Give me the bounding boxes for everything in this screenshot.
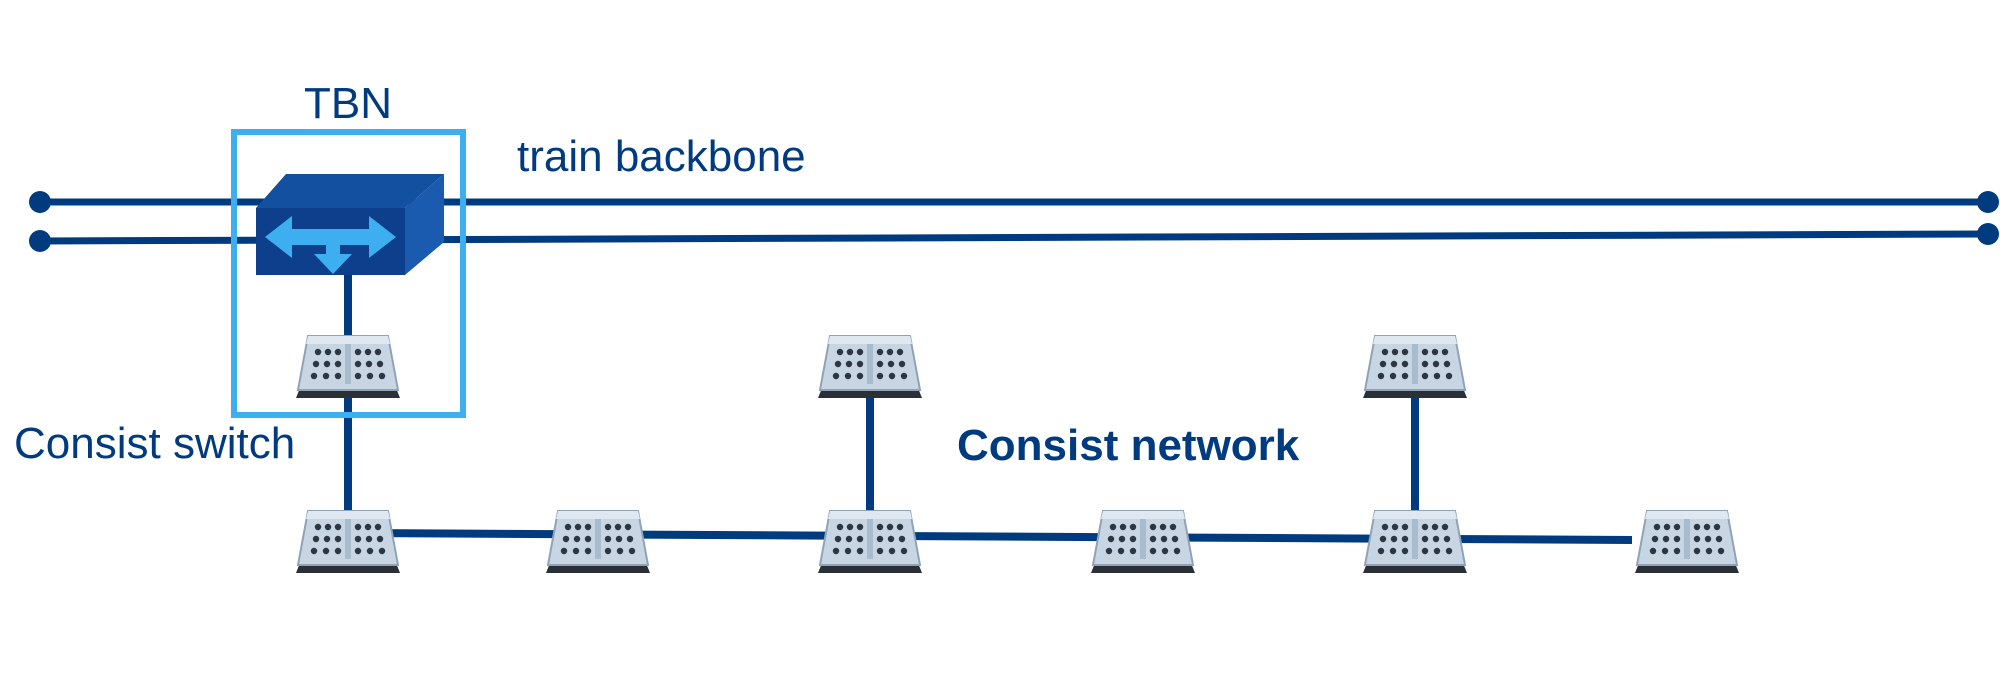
- backbone-endpoint-left-bottom: [29, 230, 51, 252]
- tbn-highlight-box: [231, 129, 466, 418]
- tbn-router-icon: [256, 174, 444, 275]
- ethernet-switch-icon: [1634, 510, 1740, 574]
- train-backbone-label: train backbone: [517, 132, 806, 181]
- consist-switch-label: Consist switch: [14, 419, 295, 468]
- ethernet-switch-icon: [545, 510, 651, 574]
- consist-network-label: Consist network: [957, 421, 1300, 470]
- ethernet-switch-icon: [817, 335, 923, 399]
- ethernet-switch-icon: [1362, 335, 1468, 399]
- ethernet-switch-icon: [817, 510, 923, 574]
- backbone-endpoint-right-top: [1977, 191, 1999, 213]
- backbone-endpoint-right-bottom: [1977, 223, 1999, 245]
- ethernet-switch-icon: [1090, 510, 1196, 574]
- consist-switch-icon: [295, 335, 401, 399]
- tbn-label: TBN: [304, 79, 392, 128]
- consist-network-links: [344, 270, 1633, 544]
- backbone-endpoint-left-top: [29, 191, 51, 213]
- ethernet-switch-icon: [1362, 510, 1468, 574]
- ethernet-switch-icon: [295, 510, 401, 574]
